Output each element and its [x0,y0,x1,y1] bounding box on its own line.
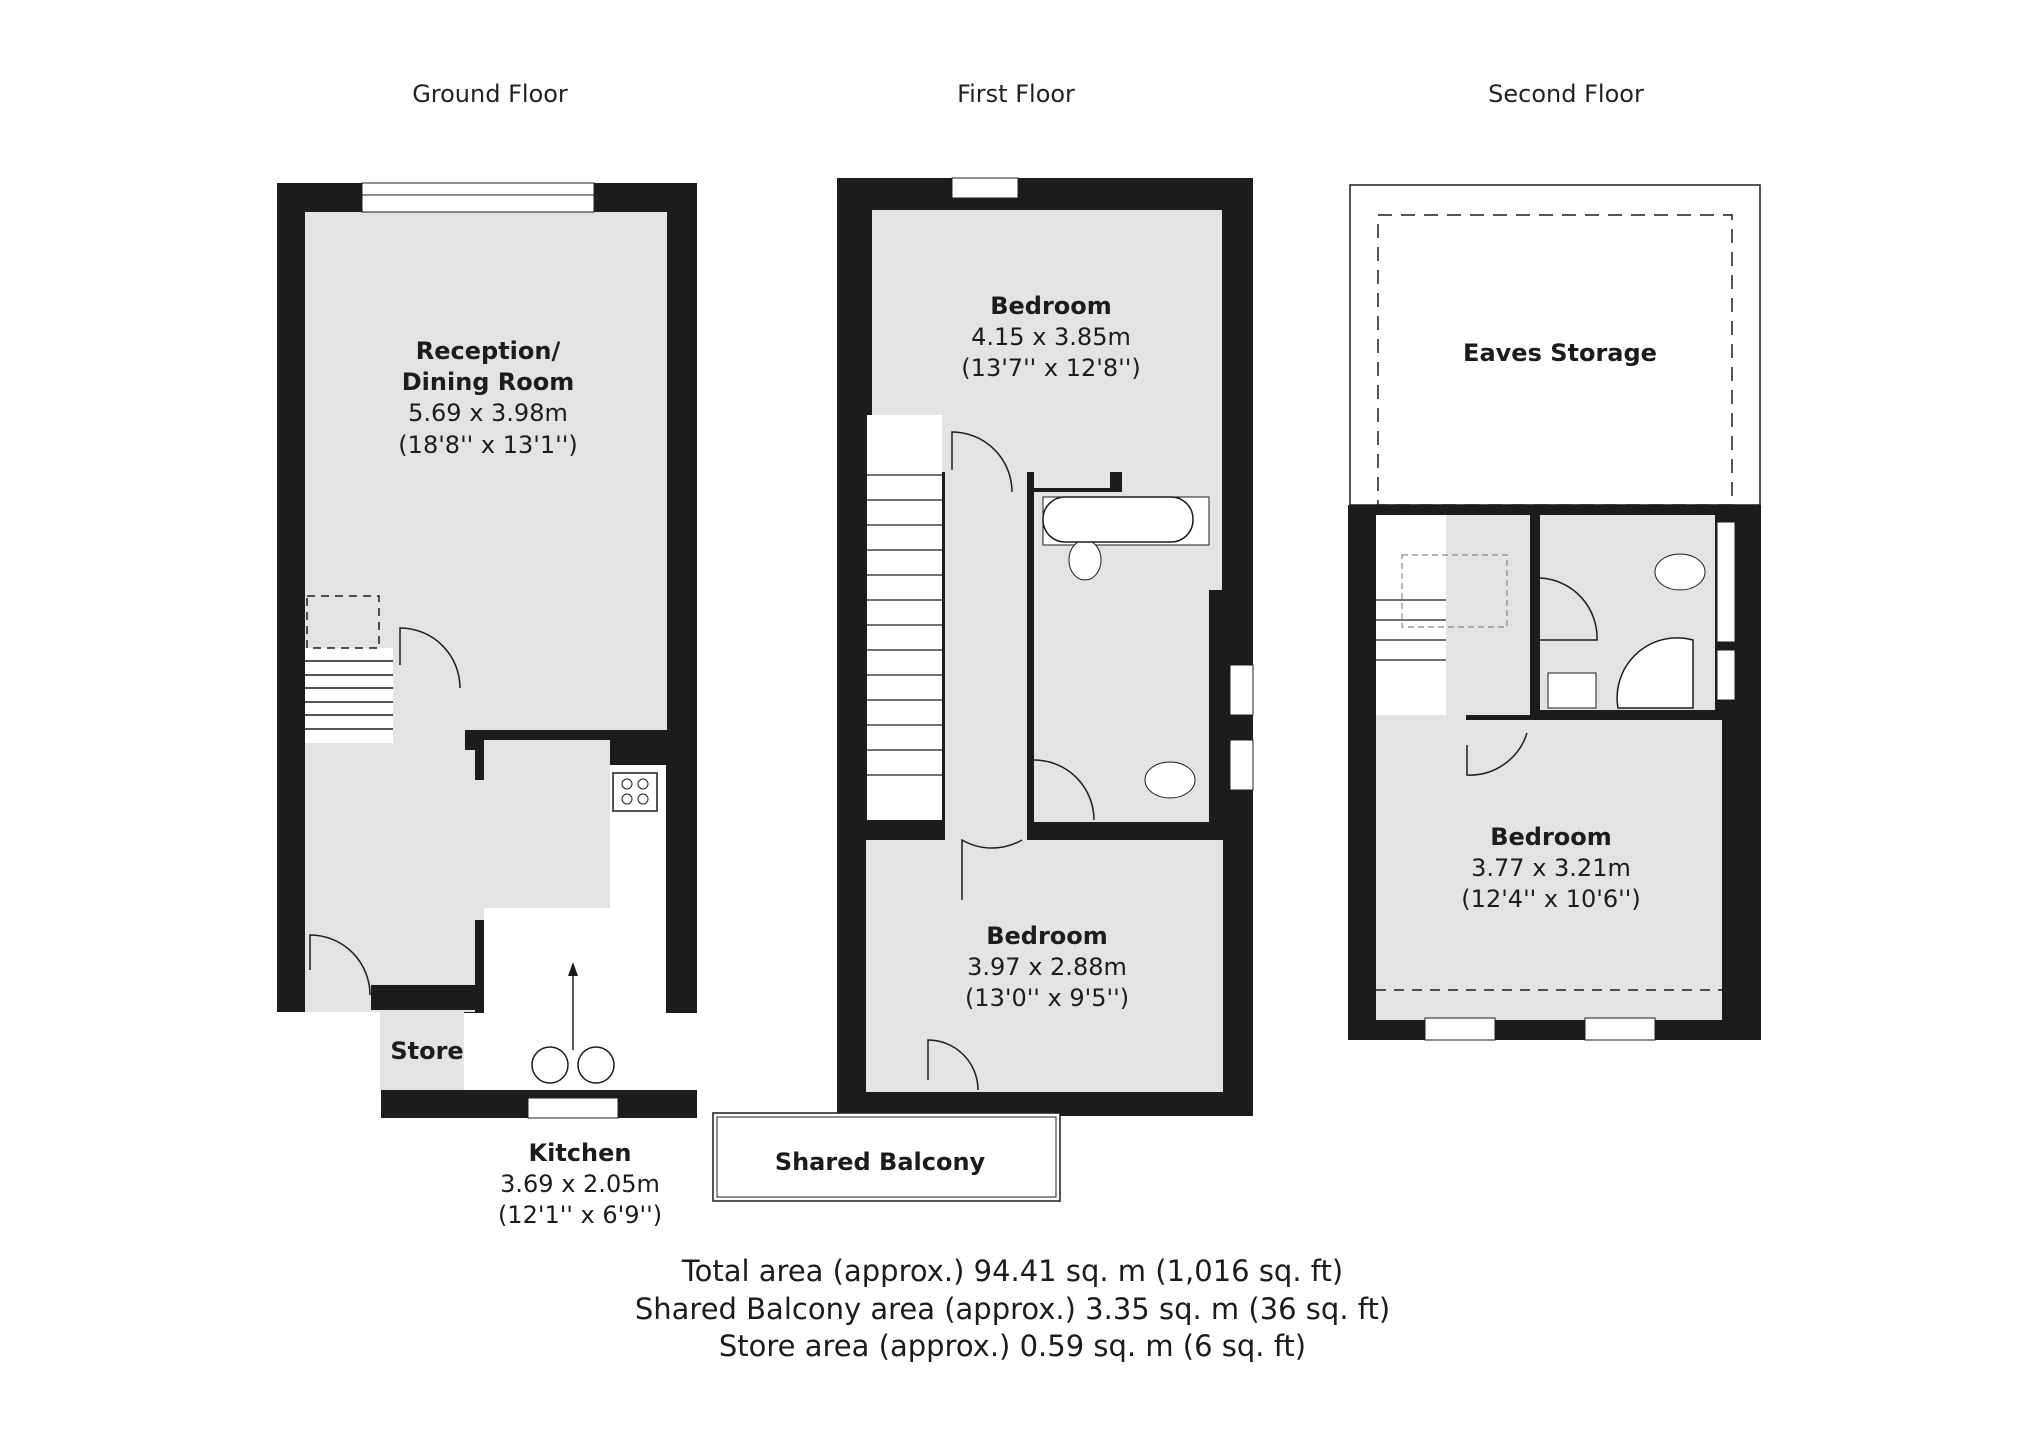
room-dimensions-imperial: (18'8'' x 13'1'') [398,430,578,459]
second-floor-title: Second Floor [1488,80,1644,108]
room-dimensions-imperial: (12'1'' x 6'9'') [497,1201,663,1230]
room-dimensions-imperial: (12'4'' x 10'6'') [1461,885,1641,914]
room-shared-balcony: Shared Balcony [775,1147,985,1178]
room-name: Shared Balcony [774,1148,986,1176]
first-floor-title: First Floor [957,80,1075,108]
room-dimensions-imperial: (13'0'' x 9'5'') [964,984,1130,1013]
store-area: Store area (approx.) 0.59 sq. m (6 sq. f… [718,1329,1307,1364]
room-bedroom-2: Bedroom 3.97 x 2.88m (13'0'' x 9'5'') [965,921,1129,1015]
total-area: Total area (approx.) 94.41 sq. m (1,016 … [681,1254,1344,1288]
second-floor-plan [1348,184,1761,1041]
room-name: Bedroom [990,292,1112,320]
room-name: Bedroom [986,922,1108,950]
room-dimensions-metric: 3.77 x 3.21m [1471,854,1631,883]
room-name: Store [390,1037,464,1065]
room-kitchen: Kitchen 3.69 x 2.05m (12'1'' x 6'9'') [498,1138,662,1232]
room-name: Bedroom [1490,823,1612,851]
room-store: Store [390,1036,463,1067]
room-dimensions-metric: 4.15 x 3.85m [971,323,1131,352]
room-dimensions-imperial: (13'7'' x 12'8'') [961,354,1141,383]
room-eaves-storage: Eaves Storage [1463,338,1657,369]
room-bedroom-3: Bedroom 3.77 x 3.21m (12'4'' x 10'6'') [1461,822,1640,916]
room-dimensions-metric: 3.69 x 2.05m [500,1170,660,1199]
room-reception-dining: Reception/ Dining Room 5.69 x 3.98m (18'… [398,336,577,461]
room-name: Eaves Storage [1463,339,1657,367]
balcony-area: Shared Balcony area (approx.) 3.35 sq. m… [634,1291,1391,1326]
room-name: Kitchen [528,1139,632,1167]
room-dimensions-metric: 5.69 x 3.98m [408,399,568,428]
ground-floor-plan [277,182,697,1132]
room-name-line2: Dining Room [401,368,575,397]
room-name: Reception/ [415,337,561,365]
area-summary: Total area (approx.) 94.41 sq. m (1,016 … [0,1253,2025,1366]
room-dimensions-metric: 3.97 x 2.88m [967,953,1127,982]
ground-floor-title: Ground Floor [412,80,568,108]
room-bedroom-1: Bedroom 4.15 x 3.85m (13'7'' x 12'8'') [961,291,1140,385]
first-floor-plan [712,177,1254,1202]
